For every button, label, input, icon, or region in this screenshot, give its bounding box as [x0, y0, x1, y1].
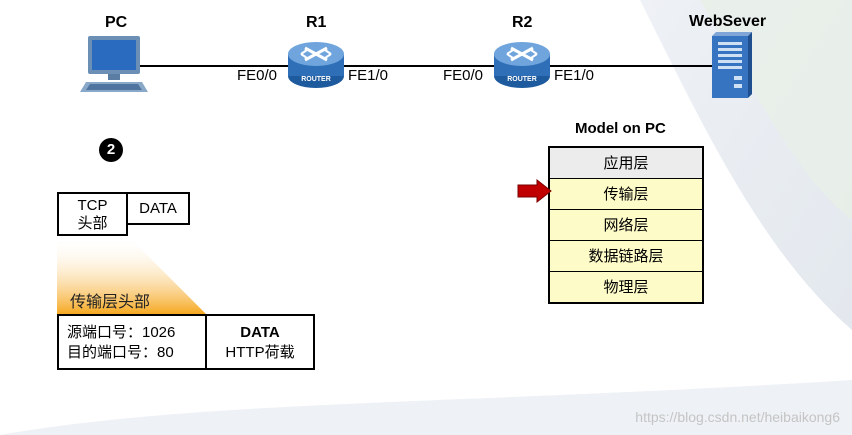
network-link — [140, 65, 715, 67]
transport-header-label: 传输层头部 — [70, 292, 151, 311]
tcp-header-line1: TCP — [77, 197, 108, 214]
tcp-header-box: TCP 头部 — [57, 192, 128, 236]
r1-port-left: FE0/0 — [237, 67, 278, 84]
r2-port-left: FE0/0 — [443, 67, 484, 84]
step-badge: 2 — [99, 138, 123, 162]
r1-label: R1 — [306, 14, 327, 31]
model-title: Model on PC — [575, 120, 666, 137]
layer-network: 网络层 — [550, 209, 702, 240]
payload-subtitle: HTTP荷载 — [225, 344, 295, 361]
active-layer-arrow-icon — [517, 179, 552, 203]
server-label: WebSever — [689, 13, 767, 30]
layer-transport: 传输层 — [550, 178, 702, 209]
layer-data-link: 数据链路层 — [550, 240, 702, 271]
source-port: 源端口号：1026 — [67, 324, 176, 341]
router-r2-badge: ROUTER — [507, 76, 537, 83]
pc-label: PC — [105, 14, 128, 31]
osi-layer-stack: 应用层 传输层 网络层 数据链路层 物理层 — [548, 146, 704, 304]
router-r1-badge: ROUTER — [301, 76, 331, 83]
server-icon[interactable] — [708, 30, 754, 100]
payload-box: DATA HTTP荷载 — [205, 314, 315, 370]
tcp-header-line2: 头部 — [77, 215, 108, 232]
r2-port-right: FE1/0 — [554, 67, 595, 84]
destination-port: 目的端口号：80 — [67, 344, 174, 361]
port-header-box: 源端口号：1026 目的端口号：80 — [57, 314, 207, 370]
r2-label: R2 — [512, 14, 533, 31]
payload-title: DATA — [240, 324, 280, 341]
tcp-data-box: DATA — [126, 192, 190, 225]
watermark: https://blog.csdn.net/heibaikong6 — [635, 409, 840, 425]
r1-port-right: FE1/0 — [348, 67, 389, 84]
router-r2-icon[interactable]: ROUTER — [493, 40, 551, 90]
layer-physical: 物理层 — [550, 271, 702, 302]
pc-icon[interactable] — [78, 34, 150, 96]
router-r1-icon[interactable]: ROUTER — [287, 40, 345, 90]
layer-application: 应用层 — [550, 148, 702, 178]
